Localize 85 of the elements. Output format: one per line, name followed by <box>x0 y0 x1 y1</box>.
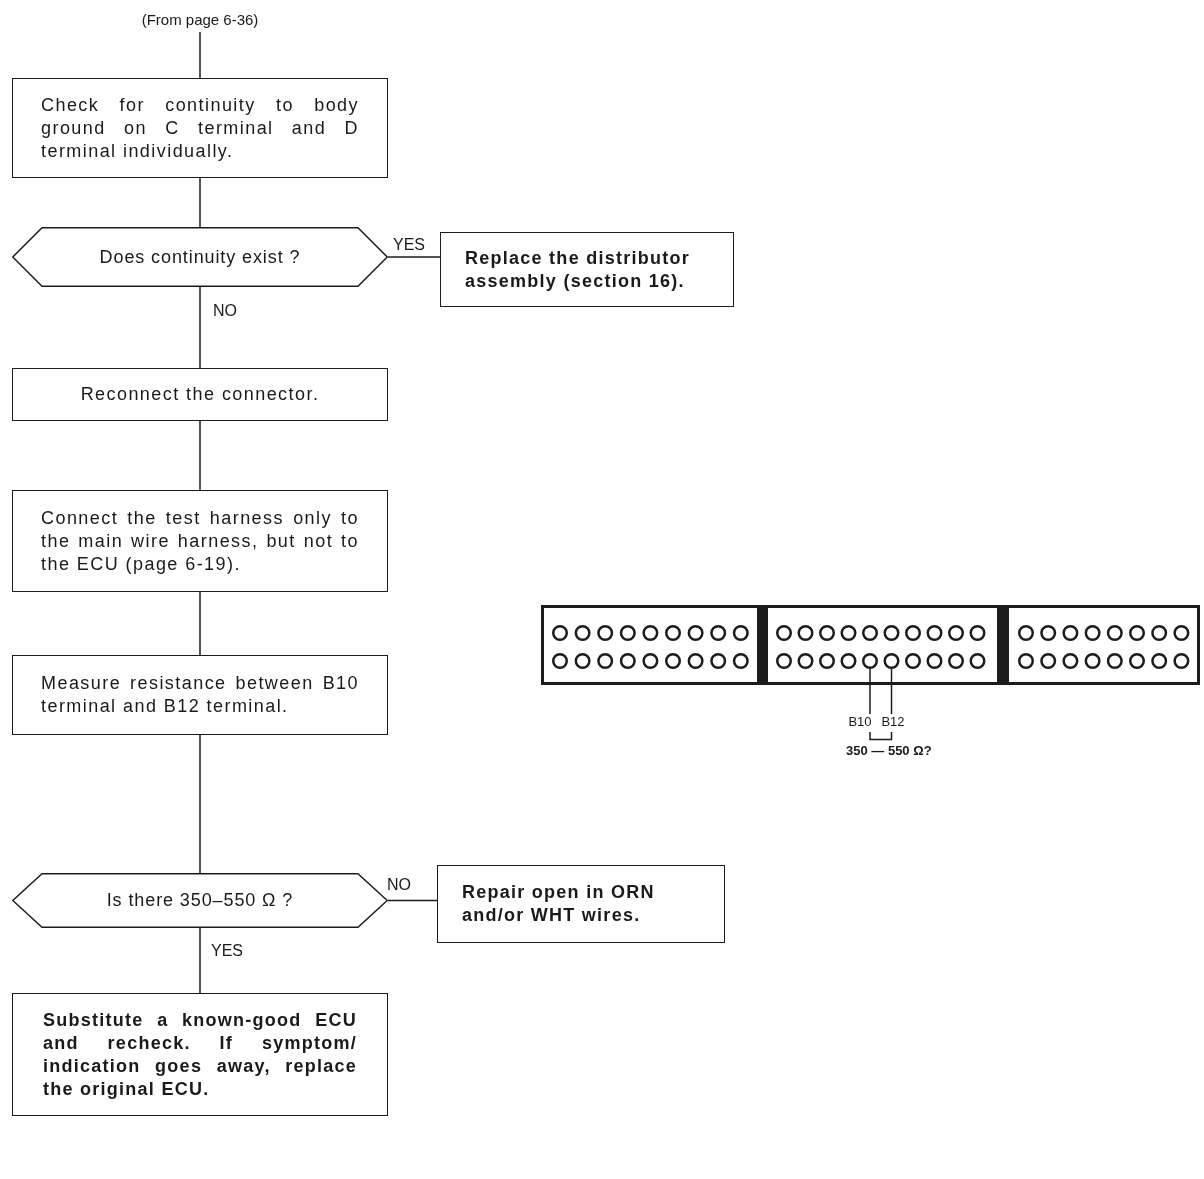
step-text: Substitute a known-good ECU and recheck. If symptom/ indication goes away, replace the original ECU. <box>43 1008 357 1101</box>
terminal-hole <box>1084 625 1101 641</box>
terminal-hole <box>574 625 591 641</box>
terminal-hole <box>597 625 614 641</box>
page-reference: (From page 6-36) <box>138 8 262 32</box>
terminal-hole <box>1173 653 1190 669</box>
connector-line <box>199 31 201 79</box>
terminal-hole <box>862 653 878 669</box>
terminal-hole <box>840 625 857 641</box>
pin-label: B10 <box>847 714 873 730</box>
terminal-hole <box>619 625 636 641</box>
leader-line <box>869 668 871 715</box>
terminal-hole <box>710 625 727 641</box>
connector-line <box>387 899 438 902</box>
terminal-hole <box>1018 625 1034 641</box>
pin-label: B12 <box>880 714 906 730</box>
process-box <box>440 232 734 307</box>
terminal-hole <box>642 653 659 669</box>
terminal-hole <box>710 653 727 669</box>
process-box <box>12 368 388 421</box>
process-box <box>12 993 388 1116</box>
terminal-hole <box>905 625 921 641</box>
decision-text: Does continuity exist ? <box>99 245 301 269</box>
connector-line <box>199 591 201 656</box>
terminal-hole <box>776 653 792 669</box>
terminal-hole <box>948 625 964 641</box>
terminal-hole <box>862 625 878 641</box>
terminal-hole <box>552 653 568 669</box>
terminal-hole <box>883 625 900 641</box>
terminal-hole <box>1062 625 1079 641</box>
terminal-hole <box>1062 653 1079 669</box>
terminal-hole <box>819 625 835 641</box>
terminal-hole <box>1173 625 1190 641</box>
connector-line <box>199 420 201 491</box>
step-text: Repair open in ORN and/or WHT wires. <box>462 881 656 927</box>
step-text: Reconnect the connector. <box>79 383 321 406</box>
terminal-hole <box>687 625 704 641</box>
process-box <box>437 865 725 943</box>
terminal-hole <box>1151 653 1168 669</box>
terminal-hole <box>797 653 814 669</box>
terminal-hole <box>1018 653 1034 669</box>
terminal-hole <box>819 653 835 669</box>
terminal-hole <box>926 653 943 669</box>
step-text: Measure resistance between B10 terminal and B12 terminal. <box>41 672 359 718</box>
step-text: Connect the test harness only to the main wire harness, but not to the ECU (page 6-19). <box>41 506 359 576</box>
terminal-hole <box>665 653 681 669</box>
terminal-hole <box>1084 653 1101 669</box>
terminal-hole <box>883 653 900 669</box>
process-box <box>12 490 388 592</box>
terminal-hole <box>905 653 921 669</box>
terminal-hole <box>776 625 792 641</box>
leader-line <box>890 668 893 715</box>
step-text: Check for continuity to body ground on C terminal and D terminal individually. <box>41 93 359 163</box>
terminal-hole <box>1106 653 1123 669</box>
terminal-hole <box>1106 625 1123 641</box>
connector-line <box>387 256 441 258</box>
terminal-hole <box>1151 625 1168 641</box>
terminal-hole <box>948 653 964 669</box>
terminal-hole <box>732 653 749 669</box>
terminal-hole <box>840 653 857 669</box>
terminal-hole <box>1129 625 1145 641</box>
connector-line <box>199 177 201 228</box>
connector-line <box>199 734 201 874</box>
connector-line <box>199 927 201 994</box>
terminal-hole <box>732 625 749 641</box>
terminal-hole <box>1040 653 1057 669</box>
terminal-hole <box>926 625 943 641</box>
resistance-range: 350 — 550 Ω? <box>846 743 932 759</box>
decision-text: Is there 350–550 Ω ? <box>106 889 294 912</box>
terminal-hole <box>969 625 986 641</box>
process-box <box>12 655 388 735</box>
terminal-hole <box>687 653 704 669</box>
terminal-hole <box>1040 625 1057 641</box>
terminal-hole <box>969 653 986 669</box>
terminal-hole <box>797 625 814 641</box>
terminal-hole <box>619 653 636 669</box>
terminal-hole <box>1129 653 1145 669</box>
connector-line <box>199 286 201 369</box>
terminal-hole <box>552 625 568 641</box>
terminal-hole <box>642 625 659 641</box>
step-text: Replace the distributor assembly (section 16). <box>465 246 691 293</box>
terminal-hole <box>597 653 614 669</box>
terminal-hole <box>574 653 591 669</box>
process-box <box>12 78 388 178</box>
terminal-hole <box>665 625 681 641</box>
